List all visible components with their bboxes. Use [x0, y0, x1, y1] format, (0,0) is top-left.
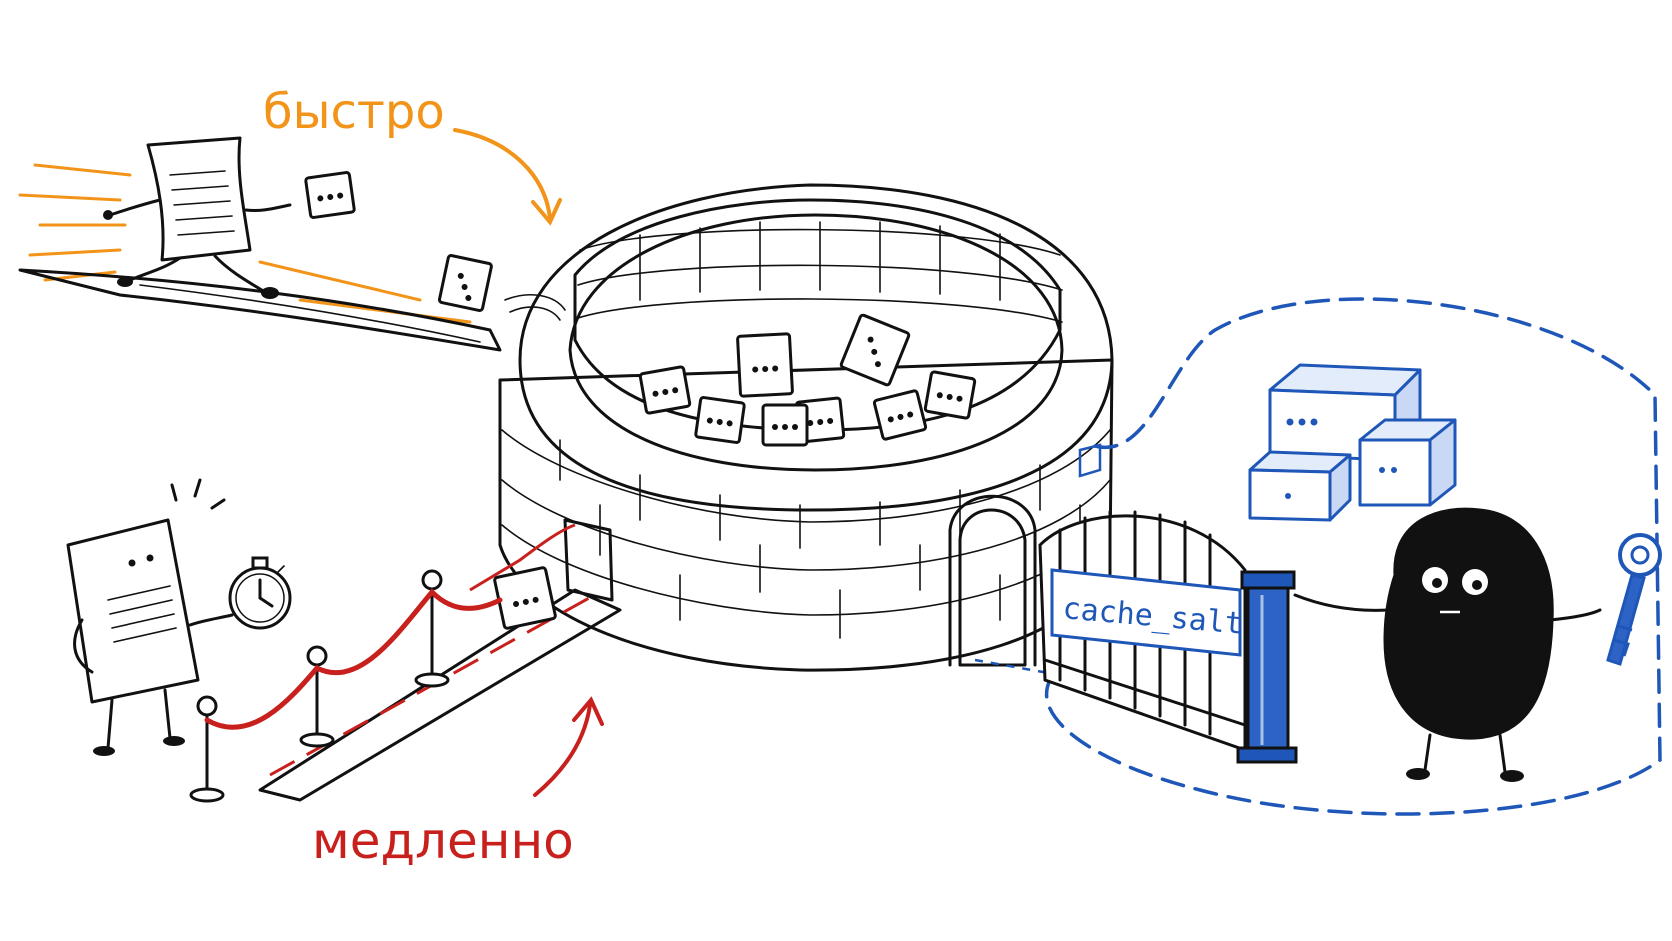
outer-bricks: [501, 429, 1111, 639]
gate-post: [1246, 578, 1290, 762]
fast-arrow: [453, 128, 552, 220]
slow-path: медленно: [66, 478, 622, 870]
private-boundary: [1044, 297, 1662, 816]
cache-salt-gate: cache_salt: [1038, 510, 1298, 764]
private-blocks: [1248, 363, 1457, 522]
waiting-token: [493, 566, 557, 630]
slow-entrance: [563, 518, 614, 602]
stopwatch-icon: [228, 556, 292, 630]
falling-token: [437, 254, 493, 313]
fast-ramp: [18, 268, 502, 352]
carried-token: [303, 170, 357, 220]
owner-blob-character: [1293, 507, 1602, 782]
slow-waiter-document: [66, 478, 234, 756]
fast-runner-document: [103, 136, 292, 299]
inner-bricks: [577, 221, 1063, 323]
slow-arrow: [533, 703, 592, 797]
archway: [958, 508, 1027, 667]
slow-ramp: [258, 588, 622, 802]
fast-path: быстро: [18, 84, 566, 352]
gate-sign: [1050, 568, 1242, 657]
slow-label: медленно: [312, 812, 574, 870]
private-cache-area: cache_salt: [974, 297, 1662, 816]
queue-stanchions: [189, 569, 503, 803]
fast-label: быстро: [263, 84, 445, 140]
key-icon: [1606, 533, 1662, 666]
speed-lines: [18, 163, 472, 324]
cached-tokens: [638, 313, 977, 447]
